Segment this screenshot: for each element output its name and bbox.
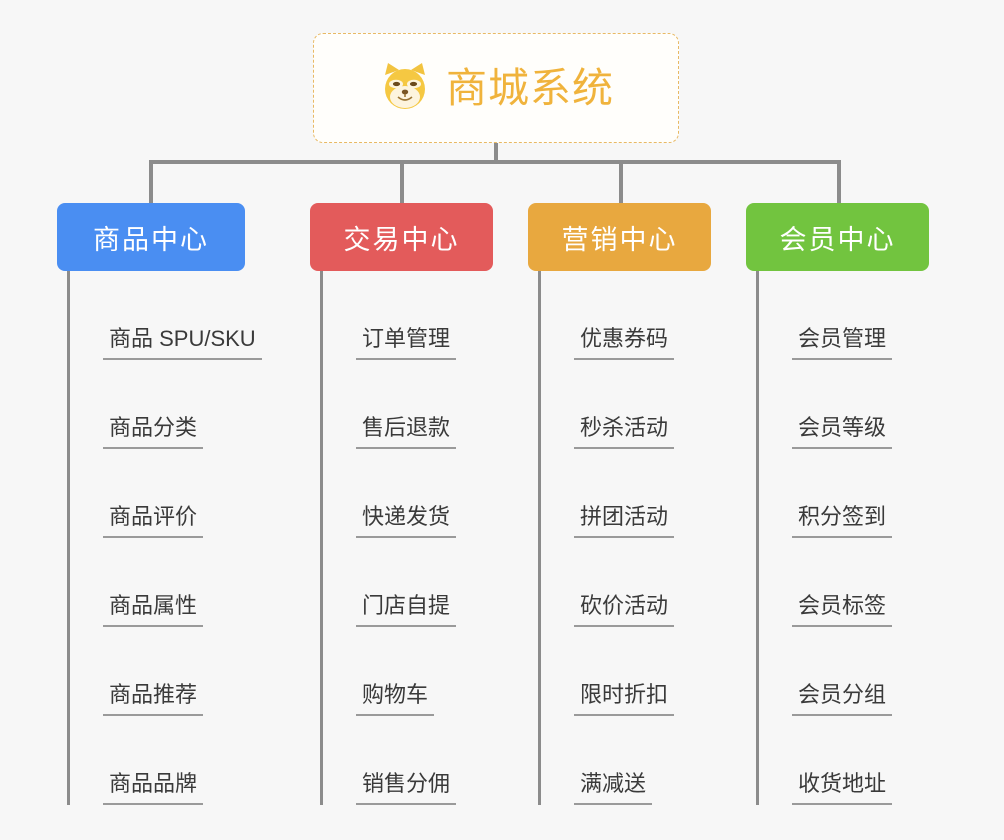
category-item-label: 满减送: [574, 770, 653, 805]
category-item-label: 秒杀活动: [574, 414, 675, 449]
category-item[interactable]: 商品分类: [67, 360, 262, 449]
category-spine-1: [67, 271, 70, 805]
category-column-3: 营销中心 优惠券码秒杀活动拼团活动砍价活动限时折扣满减送: [528, 203, 713, 805]
category-item[interactable]: 拼团活动: [538, 449, 675, 538]
category-column-4: 会员中心 会员管理会员等级积分签到会员标签会员分组收货地址: [746, 203, 931, 805]
category-item[interactable]: 优惠券码: [538, 271, 675, 360]
category-item-label: 售后退款: [356, 414, 457, 449]
category-header-2[interactable]: 交易中心: [310, 203, 493, 271]
category-item[interactable]: 秒杀活动: [538, 360, 675, 449]
category-item[interactable]: 订单管理: [320, 271, 457, 360]
category-item-label: 拼团活动: [574, 503, 675, 538]
category-item-label: 商品品牌: [103, 770, 204, 805]
category-item-label: 会员管理: [792, 325, 893, 360]
shiba-dog-face-icon: [378, 61, 432, 115]
category-item[interactable]: 收货地址: [756, 716, 893, 805]
category-item[interactable]: 商品 SPU/SKU: [67, 271, 262, 360]
category-item-label: 商品分类: [103, 414, 204, 449]
category-item-label: 快递发货: [356, 503, 457, 538]
root-node[interactable]: 商城系统: [313, 33, 679, 143]
category-header-3[interactable]: 营销中心: [528, 203, 711, 271]
category-header-4[interactable]: 会员中心: [746, 203, 929, 271]
category-item[interactable]: 满减送: [538, 716, 674, 805]
category-spine-2: [320, 271, 323, 805]
category-item[interactable]: 门店自提: [320, 538, 457, 627]
connector-drop-1: [149, 160, 153, 205]
category-item-label: 砍价活动: [574, 592, 675, 627]
connector-drop-2: [400, 160, 404, 205]
category-item-label: 积分签到: [792, 503, 893, 538]
root-title: 商城系统: [446, 64, 614, 111]
category-item[interactable]: 商品属性: [67, 538, 262, 627]
category-item-label: 会员标签: [792, 592, 893, 627]
category-spine-4: [756, 271, 759, 805]
category-item-label: 订单管理: [356, 325, 457, 360]
category-item[interactable]: 购物车: [320, 627, 456, 716]
category-item-label: 商品评价: [103, 503, 204, 538]
category-items-3: 优惠券码秒杀活动拼团活动砍价活动限时折扣满减送: [538, 271, 675, 805]
category-spine-3: [538, 271, 541, 805]
category-item[interactable]: 销售分佣: [320, 716, 457, 805]
category-item-label: 会员分组: [792, 681, 893, 716]
category-column-2: 交易中心 订单管理售后退款快递发货门店自提购物车销售分佣: [310, 203, 495, 805]
category-item[interactable]: 会员等级: [756, 360, 893, 449]
category-items-2: 订单管理售后退款快递发货门店自提购物车销售分佣: [320, 271, 457, 805]
category-item-label: 限时折扣: [574, 681, 675, 716]
category-item[interactable]: 会员管理: [756, 271, 893, 360]
category-item-label: 收货地址: [792, 770, 893, 805]
category-items-1: 商品 SPU/SKU 商品分类商品评价商品属性商品推荐商品品牌: [67, 271, 262, 805]
category-item[interactable]: 砍价活动: [538, 538, 675, 627]
category-items-4: 会员管理会员等级积分签到会员标签会员分组收货地址: [756, 271, 893, 805]
category-column-1: 商品中心 商品 SPU/SKU 商品分类商品评价商品属性商品推荐商品品牌: [57, 203, 262, 805]
category-item-label: 商品推荐: [103, 681, 204, 716]
category-item-label: 销售分佣: [356, 770, 457, 805]
category-item[interactable]: 商品推荐: [67, 627, 262, 716]
category-item-label: 购物车: [356, 681, 435, 716]
category-item-label: 优惠券码: [574, 325, 675, 360]
connector-horizontal-bus: [149, 160, 841, 164]
connector-drop-3: [619, 160, 623, 205]
category-header-1[interactable]: 商品中心: [57, 203, 245, 271]
category-item-label: 商品属性: [103, 592, 204, 627]
connector-drop-4: [837, 160, 841, 205]
category-item[interactable]: 商品品牌: [67, 716, 262, 805]
connector-root-stem: [494, 143, 498, 163]
category-item-label: 商品 SPU/SKU: [103, 325, 262, 360]
category-item-label: 会员等级: [792, 414, 893, 449]
category-item[interactable]: 会员分组: [756, 627, 893, 716]
category-item[interactable]: 快递发货: [320, 449, 457, 538]
category-item[interactable]: 商品评价: [67, 449, 262, 538]
category-item[interactable]: 积分签到: [756, 449, 893, 538]
category-item[interactable]: 限时折扣: [538, 627, 675, 716]
category-item[interactable]: 会员标签: [756, 538, 893, 627]
category-item[interactable]: 售后退款: [320, 360, 457, 449]
category-item-label: 门店自提: [356, 592, 457, 627]
